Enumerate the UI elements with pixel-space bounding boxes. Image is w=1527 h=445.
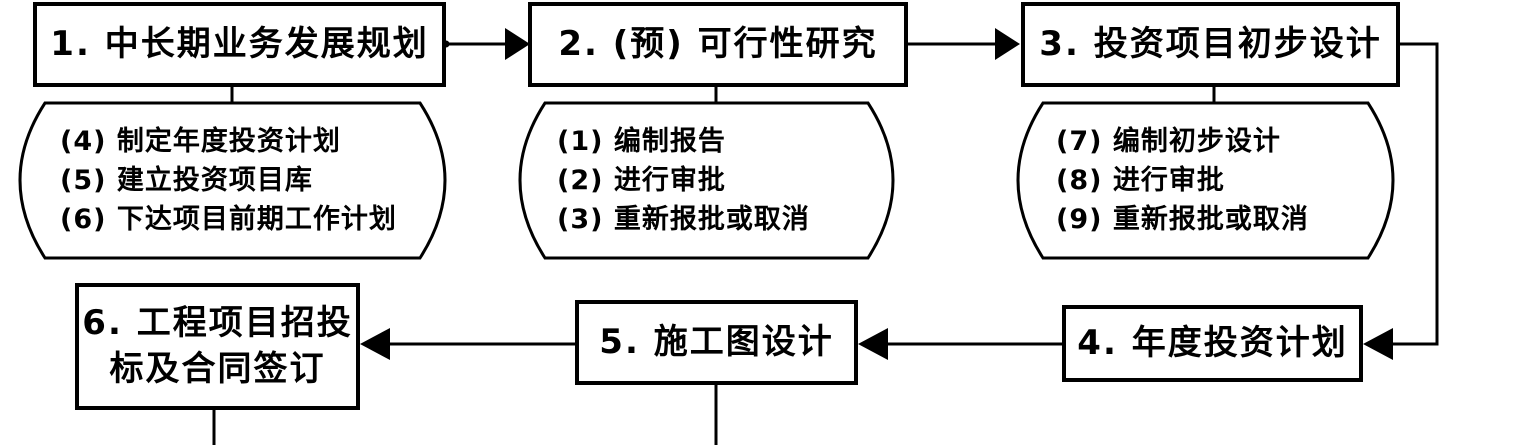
step-4-box: 4. 年度投资计划 [1062, 305, 1363, 382]
arrowhead-6 [360, 328, 390, 360]
step-6-box: 6. 工程项目招投 标及合同签订 [75, 283, 360, 410]
arrowhead-3 [995, 28, 1020, 60]
arrowhead-2 [505, 28, 530, 60]
note-2-line-2: (2) 进行审批 [557, 165, 726, 196]
step-3-label: 3. 投资项目初步设计 [1039, 23, 1382, 64]
step-5-box: 5. 施工图设计 [575, 300, 858, 385]
arrowhead-4 [1363, 328, 1393, 360]
note-1-line-3: (6) 下达项目前期工作计划 [60, 204, 397, 235]
step-3-box: 3. 投资项目初步设计 [1021, 2, 1400, 87]
note-2-line-3: (3) 重新报批或取消 [557, 204, 810, 235]
note-3-line-1: (7) 编制初步设计 [1056, 126, 1281, 157]
step-5-label: 5. 施工图设计 [599, 321, 834, 362]
step-6-label-line-1: 6. 工程项目招投 [82, 302, 353, 343]
note-2-line-1: (1) 编制报告 [557, 126, 726, 157]
step-1-box: 1. 中长期业务发展规划 [33, 2, 446, 87]
step-2-box: 2. (预) 可行性研究 [528, 2, 908, 87]
note-1-line-1: (4) 制定年度投资计划 [60, 126, 341, 157]
connector-s3-s4 [1393, 42, 1439, 346]
step-4-label: 4. 年度投资计划 [1077, 322, 1348, 363]
step-2-label: 2. (预) 可行性研究 [558, 23, 878, 64]
note-3: (7) 编制初步设计 (8) 进行审批 (9) 重新报批或取消 [1056, 122, 1309, 239]
step-6-label-line-2: 标及合同签订 [109, 348, 326, 389]
doc-shape-3 [1016, 101, 1395, 260]
doc-shape-1 [18, 101, 447, 260]
note-1: (4) 制定年度投资计划 (5) 建立投资项目库 (6) 下达项目前期工作计划 [60, 122, 397, 239]
note-2: (1) 编制报告 (2) 进行审批 (3) 重新报批或取消 [557, 122, 810, 239]
note-1-line-2: (5) 建立投资项目库 [60, 165, 313, 196]
arrowhead-5 [858, 328, 888, 360]
step-1-label: 1. 中长期业务发展规划 [50, 23, 429, 64]
note-3-line-3: (9) 重新报批或取消 [1056, 204, 1309, 235]
doc-shape-2 [518, 101, 895, 260]
note-3-line-2: (8) 进行审批 [1056, 165, 1225, 196]
